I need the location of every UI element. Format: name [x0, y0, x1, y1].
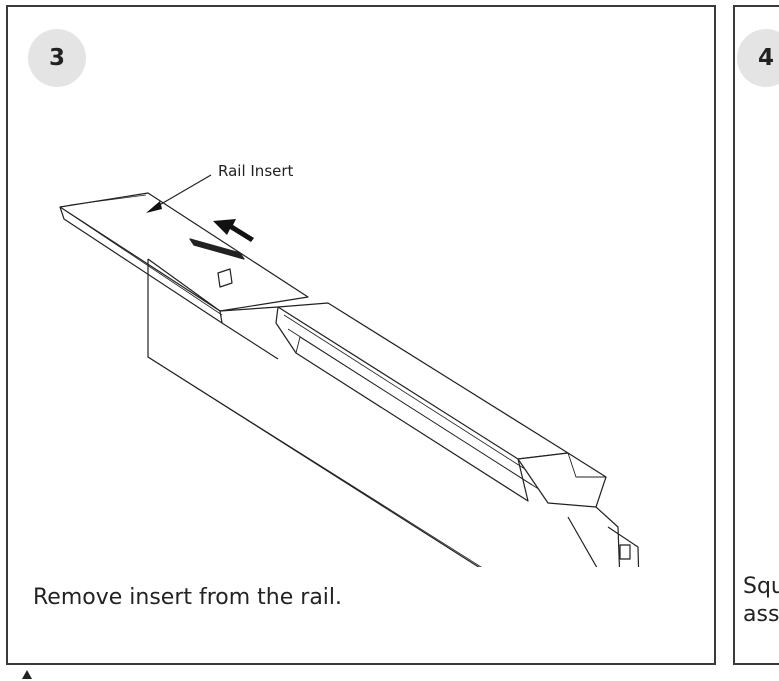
- warning-triangle-icon: [22, 670, 32, 679]
- step-number-badge: 4: [737, 29, 779, 87]
- rail-insert-callout-label: Rail Insert: [218, 162, 294, 180]
- step-3-panel: 3: [6, 5, 716, 665]
- step-caption: Squ ass: [743, 573, 779, 629]
- step-caption-line-1: Squ: [743, 574, 779, 599]
- step-number-badge: 3: [28, 29, 86, 87]
- rail-insert-removal-illustration: [59, 174, 640, 567]
- step-4-panel: 4 Squ ass: [733, 5, 779, 665]
- step-caption: Remove insert from the rail.: [33, 585, 343, 610]
- pull-direction-arrow: [213, 219, 254, 242]
- step-caption-line-2: ass: [743, 602, 779, 627]
